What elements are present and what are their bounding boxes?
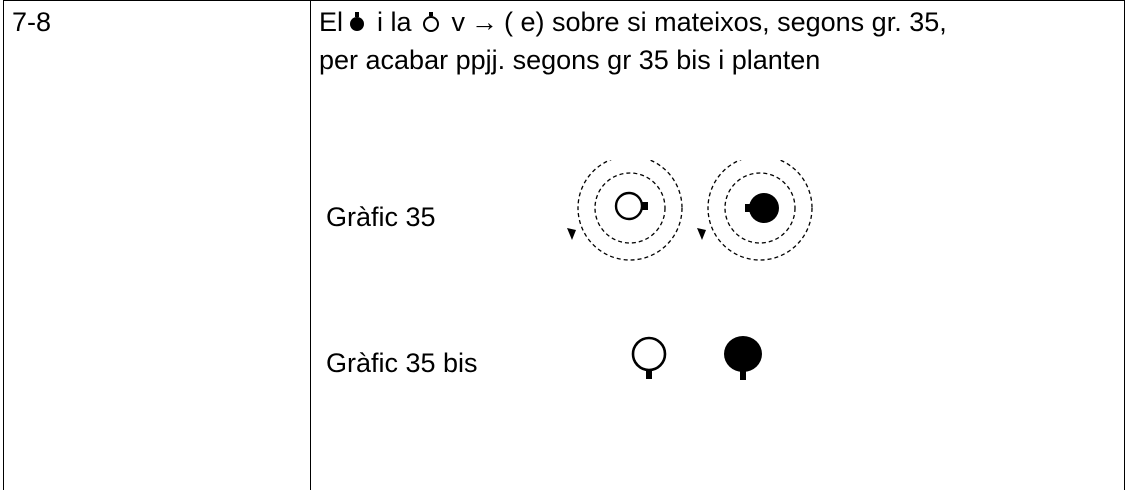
filled-ball-planted	[724, 336, 762, 380]
instruction-text-rest: ( e) sobre si mateixos, segons gr. 35,	[504, 7, 947, 37]
outer-dashed-orbit	[577, 160, 683, 261]
rotation-arrow-icon	[697, 228, 706, 240]
table-column-divider	[310, 0, 311, 490]
hollow-ball-rotation-group	[567, 160, 683, 261]
instruction-arrow: →	[471, 7, 499, 37]
table-top-border	[3, 0, 1125, 1]
graphic-35-bis-label: Gràfic 35 bis	[326, 348, 478, 378]
outer-dashed-orbit	[707, 160, 813, 261]
instruction-line-1: El i la v → ( e) sobre si mateixos, sego…	[319, 4, 947, 40]
instruction-text-v: v	[451, 7, 466, 37]
hollow-ball-icon	[422, 12, 439, 32]
ball-nub	[745, 204, 751, 212]
instruction-text-el: El	[319, 7, 344, 37]
table-left-border	[3, 0, 4, 490]
hollow-ball-icon	[631, 336, 667, 372]
inner-dashed-orbit	[724, 172, 796, 244]
instruction-text-ila: i la	[377, 7, 412, 37]
filled-ball-icon	[724, 336, 762, 372]
filled-ball-icon	[749, 193, 779, 223]
hollow-ball-icon	[614, 191, 644, 221]
row-label: 7-8	[12, 7, 52, 37]
ball-nub	[642, 202, 648, 210]
table-right-border	[1124, 0, 1125, 490]
ball-nub	[740, 370, 746, 380]
inner-dashed-orbit	[594, 172, 666, 244]
filled-ball-icon	[350, 12, 365, 31]
hollow-ball-planted	[631, 336, 667, 379]
ball-nub	[646, 369, 652, 379]
instruction-line-2: per acabar ppjj. segons gr 35 bis i plan…	[319, 45, 821, 75]
graphic-35-diagram	[567, 160, 813, 261]
filled-ball-rotation-group	[697, 160, 813, 261]
graphic-35-label: Gràfic 35	[326, 202, 436, 232]
graphic-35-bis-diagram	[631, 336, 762, 380]
rotation-arrow-icon	[567, 228, 576, 240]
